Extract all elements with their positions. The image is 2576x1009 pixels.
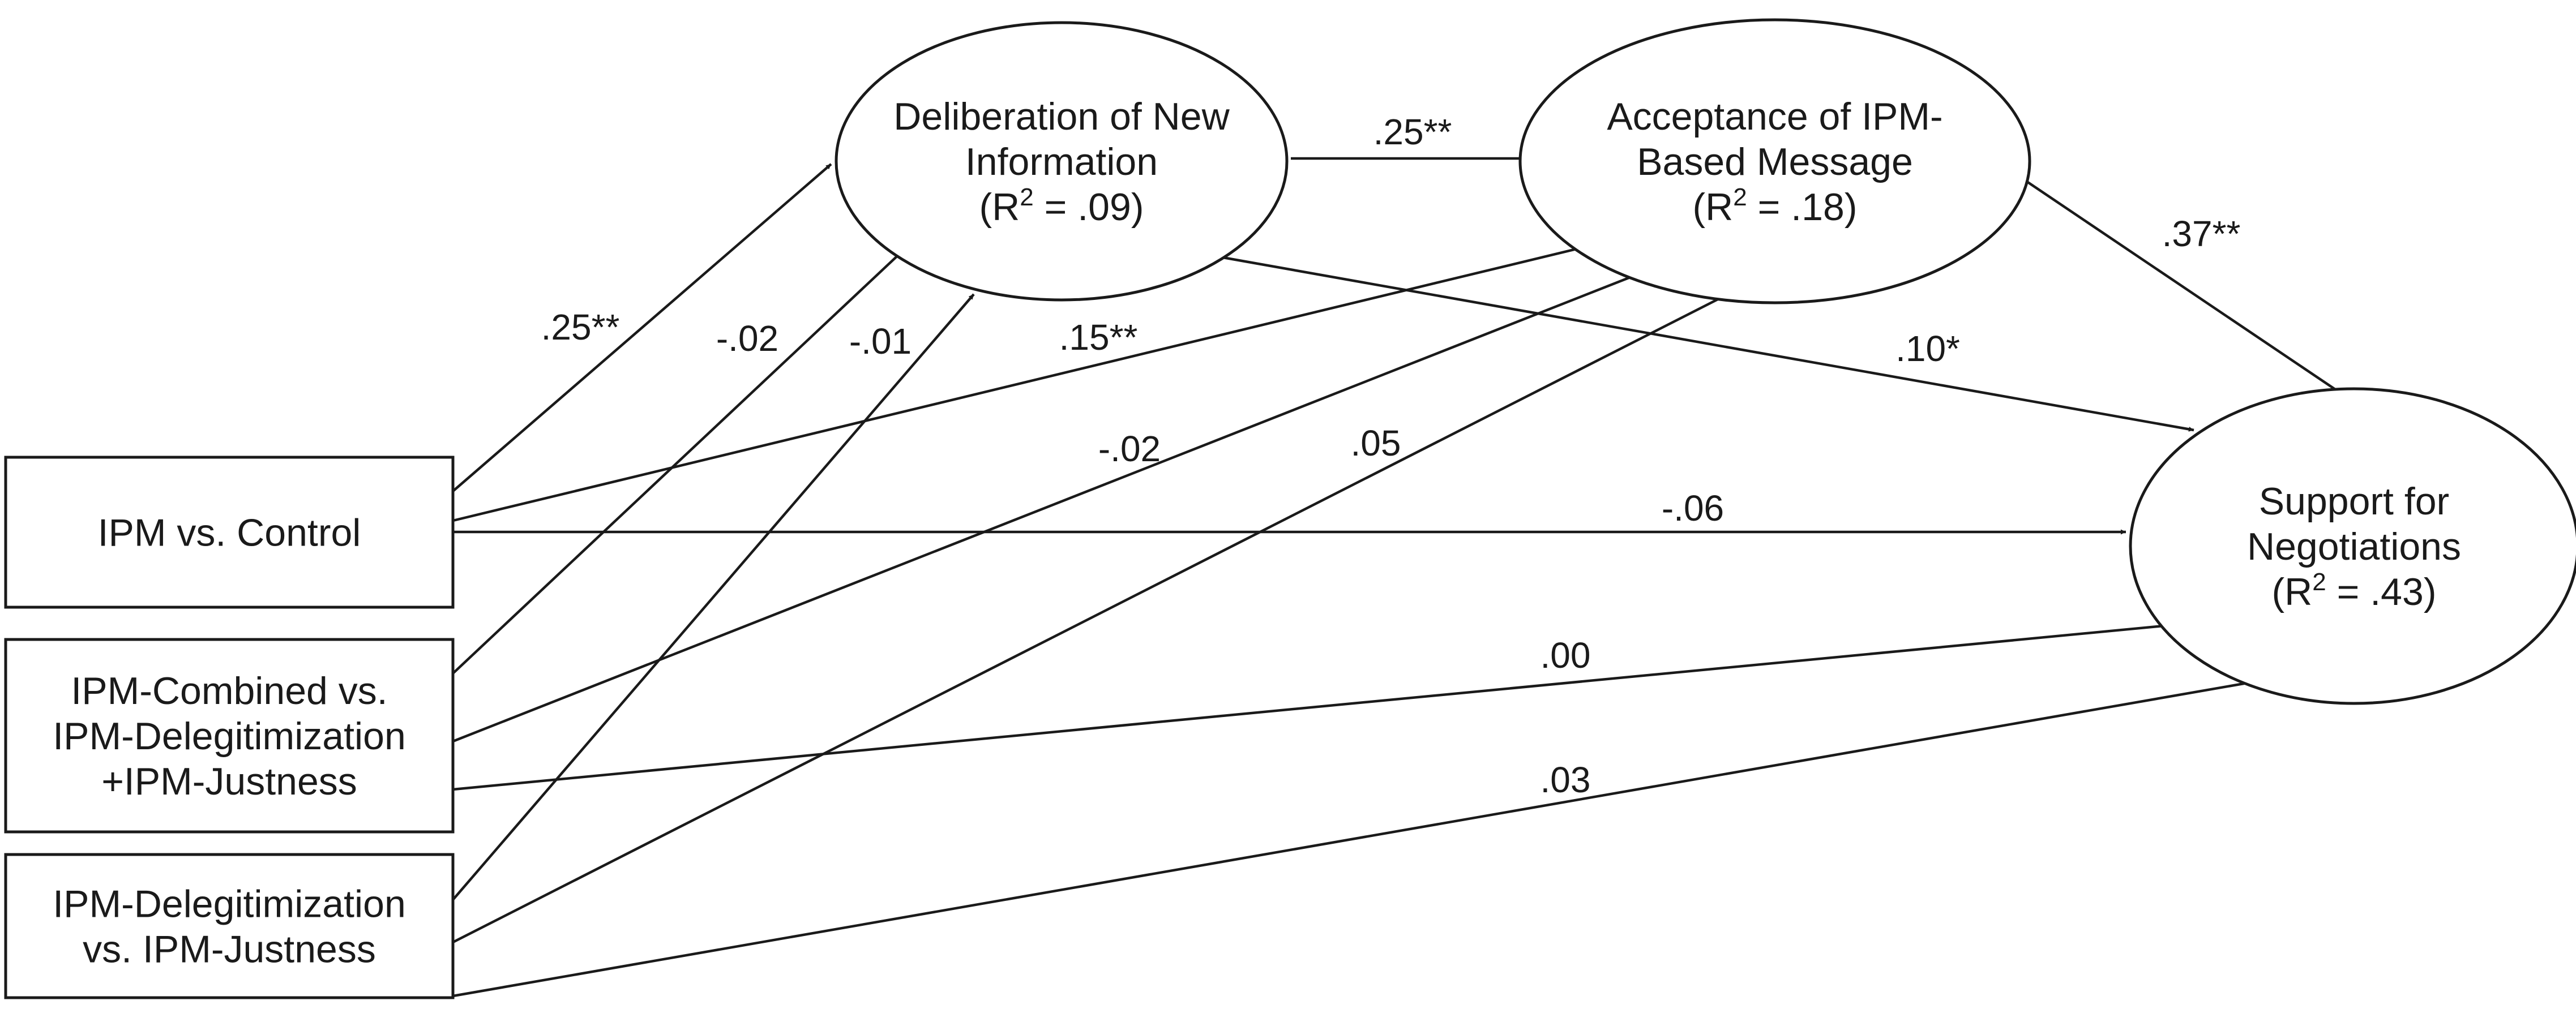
path-arrow-ipm_deleg-to-deliberation: [452, 293, 975, 901]
r-squared-part: .43: [2370, 570, 2424, 613]
node-label-line: Support for: [2259, 480, 2449, 523]
r-squared-part: (R: [2272, 570, 2313, 613]
node-ipm-combined: IPM-Combined vs.IPM-Delegitimization+IPM…: [4, 638, 455, 834]
node-label-line: IPM vs. Control: [98, 512, 361, 555]
r-squared-part: =: [2326, 570, 2370, 613]
path-coefficient-ipm_control-to-support: -.06: [1662, 488, 1724, 529]
r-squared-part: ): [1131, 186, 1144, 229]
path-arrow-ipm_combined-to-deliberation: [452, 248, 906, 675]
path-arrows: [452, 140, 2342, 998]
node-label-line: Based Message: [1637, 140, 1913, 183]
r-squared-part: .09: [1077, 186, 1131, 229]
node-label-line: IPM-Combined vs.: [71, 669, 387, 712]
r-squared-superscript: 2: [2312, 568, 2326, 596]
path-coefficient-ipm_combined-to-support: .00: [1541, 635, 1591, 676]
path-arrow-ipm_combined-to-support: [452, 623, 2170, 791]
node-label-line: Information: [965, 140, 1158, 183]
path-arrow-ipm_control-to-deliberation: [452, 163, 832, 492]
r-squared-label: (R2 = .18): [1693, 183, 1858, 229]
path-coefficient-deliberation-to-acceptance: .25**: [1373, 111, 1452, 152]
path-coefficient-ipm_control-to-acceptance: .15**: [1059, 317, 1138, 358]
node-label-line: IPM-Delegitimization: [53, 715, 406, 758]
r-squared-part: (R: [1693, 186, 1734, 229]
r-squared-superscript: 2: [1733, 183, 1747, 211]
variable-box: [4, 456, 455, 609]
node-label-line: +IPM-Justness: [101, 760, 357, 803]
path-arrow-ipm_combined-to-acceptance: [452, 264, 1659, 743]
path-coefficient-ipm_combined-to-deliberation: -.02: [716, 318, 778, 359]
path-coefficient-ipm_deleg-to-acceptance: .05: [1351, 423, 1401, 463]
path-coefficient-acceptance-to-support: .37**: [2162, 213, 2241, 254]
r-squared-label: (R2 = .09): [979, 183, 1144, 229]
r-squared-part: ): [1845, 186, 1858, 229]
path-coefficient-ipm_control-to-deliberation: .25**: [541, 307, 620, 347]
node-label-line: Acceptance of IPM-: [1607, 95, 1942, 138]
r-squared-part: =: [1034, 186, 1078, 229]
node-acceptance: Acceptance of IPM-Based Message(R2 = .18…: [1518, 18, 2031, 304]
path-arrow-acceptance-to-support: [1966, 140, 2342, 394]
r-squared-superscript: 2: [1020, 183, 1033, 211]
r-squared-part: .18: [1791, 186, 1845, 229]
variable-ellipse: [835, 21, 1289, 302]
r-squared-label: (R2 = .43): [2272, 568, 2437, 613]
node-label-line: IPM-Delegitimization: [53, 883, 406, 926]
node-ipm-control: IPM vs. Control: [4, 456, 455, 609]
r-squared-part: (R: [979, 186, 1020, 229]
variable-box: [4, 853, 455, 999]
path-arrow-ipm_deleg-to-support: [452, 665, 2342, 998]
path-coefficient-deliberation-to-support: .10*: [1895, 328, 1960, 369]
r-squared-part: =: [1747, 186, 1791, 229]
variable-box: [4, 638, 455, 834]
path-coefficients: .25** -.02 -.01 .15** -.02 .05 .25** .37** .10* -…: [541, 111, 2241, 800]
path-arrow-ipm_control-to-acceptance: [452, 244, 1589, 522]
variable-ellipse: [1518, 18, 2031, 304]
path-arrow-ipm_deleg-to-acceptance: [452, 280, 1753, 944]
path-arrow-deliberation-to-support: [1222, 256, 2194, 432]
path-coefficient-ipm_deleg-to-support: .03: [1541, 759, 1591, 800]
node-label-line: Deliberation of New: [893, 95, 1230, 138]
path-coefficient-ipm_combined-to-acceptance: -.02: [1098, 428, 1161, 469]
node-label-line: Negotiations: [2247, 525, 2461, 568]
r-squared-part: ): [2424, 570, 2437, 613]
variable-ellipse: [2129, 387, 2576, 705]
path-coefficient-ipm_deleg-to-deliberation: -.01: [849, 321, 912, 362]
node-label-line: vs. IPM-Justness: [83, 928, 376, 971]
